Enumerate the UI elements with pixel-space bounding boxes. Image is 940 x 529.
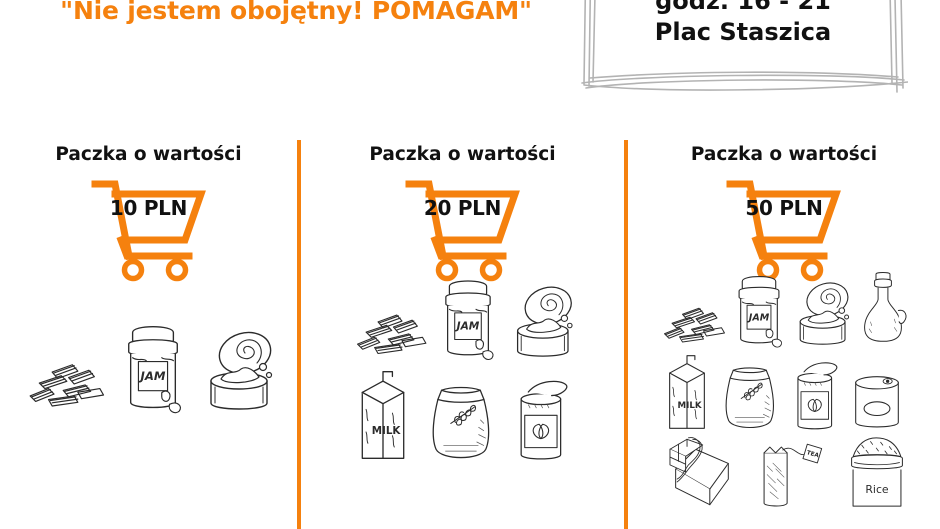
open-tin-can-icon	[799, 277, 853, 345]
poster-headline: "Nie jestem obojętny! POMAGAM"	[60, 0, 532, 25]
goods-row	[628, 265, 940, 349]
milk-carton-icon	[669, 355, 705, 429]
goods-row	[301, 366, 624, 464]
flour-bag-icon	[725, 367, 774, 429]
goods-row	[301, 270, 624, 362]
goods-row	[0, 315, 297, 415]
preserve-jar-icon	[520, 380, 567, 460]
cart-amount-label: 20 PLN	[423, 196, 502, 220]
closed-tin-can-icon	[855, 376, 899, 428]
cart-wrapper: 10 PLN	[0, 170, 297, 282]
goods-grid	[301, 270, 624, 464]
cart-wrapper: 20 PLN	[301, 170, 624, 282]
goods-row	[628, 351, 940, 433]
column-title: Paczka o wartości	[369, 144, 556, 165]
cart-wrapper: 50 PLN	[628, 170, 940, 282]
goods-grid	[0, 315, 297, 415]
jam-jar-icon	[444, 280, 494, 361]
milk-carton-icon	[361, 371, 404, 459]
oil-bottle-icon	[864, 272, 907, 342]
preserve-jar-icon	[797, 362, 838, 430]
jam-jar-icon	[738, 275, 783, 348]
pasta-penne-icon	[664, 307, 725, 343]
chocolate-bar-icon	[669, 437, 729, 506]
column-title: Paczka o wartości	[55, 144, 242, 165]
tea-bag-icon	[763, 443, 823, 507]
rice-sack-icon	[851, 437, 903, 507]
goods-grid	[628, 265, 940, 509]
sketch-frame-icon	[581, 0, 908, 93]
column-title: Paczka o wartości	[690, 144, 878, 165]
shopping-cart-icon: 50 PLN	[724, 170, 844, 282]
column-divider-2	[624, 140, 628, 529]
cart-amount-label: 10 PLN	[109, 196, 188, 220]
pasta-penne-icon	[29, 364, 104, 407]
shopping-cart-icon: 10 PLN	[89, 170, 209, 282]
open-tin-can-icon	[516, 281, 576, 357]
shopping-cart-icon: 20 PLN	[403, 170, 523, 282]
open-tin-can-icon	[209, 325, 276, 410]
package-column-10pln: Paczka o wartości 10 PLN	[0, 140, 297, 529]
pasta-penne-icon	[356, 314, 426, 355]
flour-bag-icon	[432, 386, 489, 459]
event-info-line-1: godz. 16 - 21	[655, 0, 831, 15]
jam-jar-icon	[127, 325, 181, 414]
event-info-line-2: Plac Staszica	[654, 18, 832, 46]
package-column-50pln: Paczka o wartości 50 PLN	[628, 140, 940, 529]
column-divider-1	[297, 140, 301, 529]
goods-row	[628, 435, 940, 509]
package-column-20pln: Paczka o wartości 20 PLN	[301, 140, 624, 529]
event-info-text: godz. 16 - 21 Plac Staszica	[578, 0, 908, 48]
event-info-box: godz. 16 - 21 Plac Staszica	[578, 0, 908, 100]
cart-amount-label: 50 PLN	[745, 196, 823, 220]
